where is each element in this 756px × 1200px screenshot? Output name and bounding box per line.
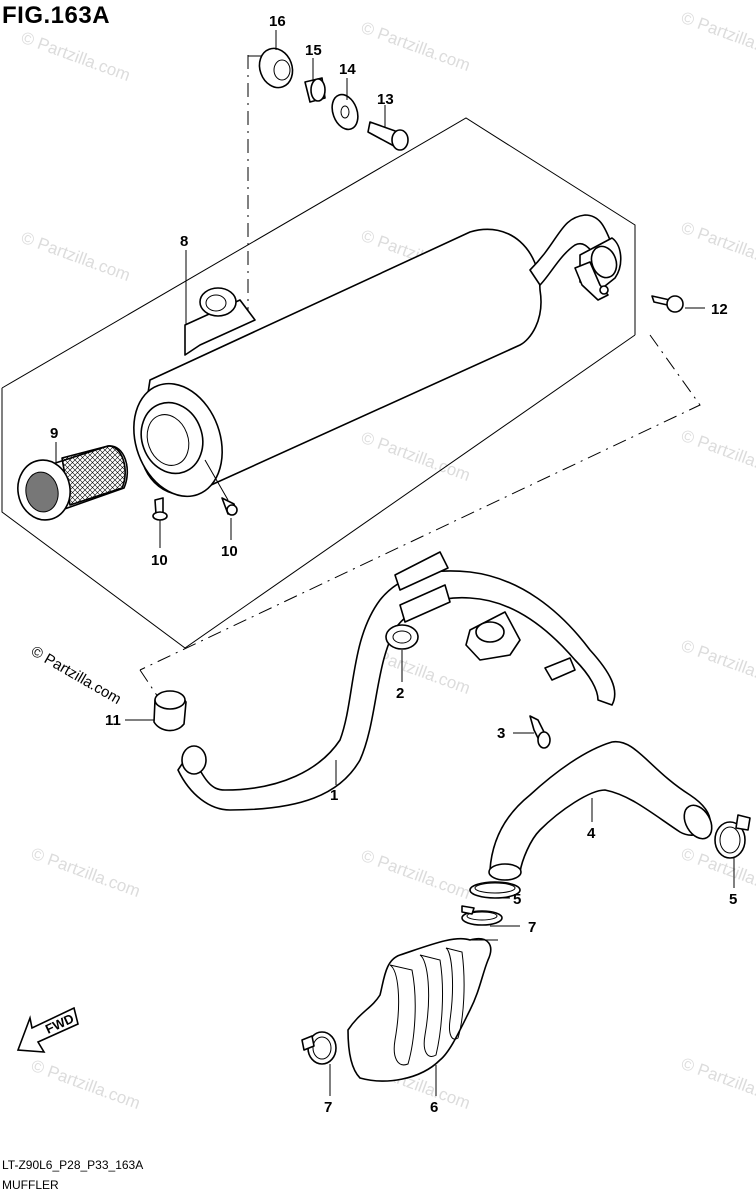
callout-9: 9: [50, 425, 58, 442]
callout-14: 14: [339, 61, 356, 78]
watermark: © Partzilla.com: [359, 846, 473, 903]
heat-shield-clamps: [301, 905, 503, 1065]
callout-5a: 5: [513, 891, 521, 908]
muffler-body: [133, 214, 622, 498]
callout-10a: 10: [151, 552, 168, 569]
pipe-clamps: [469, 814, 751, 899]
callout-7a: 7: [528, 919, 536, 936]
watermark: © Partzilla.com: [359, 18, 473, 75]
fwd-direction-marker: FWD: [16, 1006, 79, 1053]
exhaust-pipe: [177, 551, 616, 811]
watermark: © Partzilla.com: [359, 428, 473, 485]
watermark-layer: © Partzilla.com © Partzilla.com © Partzi…: [19, 8, 756, 1113]
spark-arrester: [17, 445, 129, 521]
small-fasteners: [152, 47, 684, 749]
watermark: © Partzilla.com: [679, 636, 756, 693]
rear-pipe: [488, 740, 713, 881]
watermark: © Partzilla.com: [19, 228, 133, 285]
heat-shield: [347, 937, 492, 1082]
callout-labels: 16 15 14 13 8 12 9 10 10 11 2 3 1 4 5 5 …: [50, 13, 737, 1116]
watermark: © Partzilla.com: [679, 218, 756, 275]
callout-6: 6: [430, 1099, 438, 1116]
diagram-name: MUFFLER: [2, 1178, 59, 1192]
callout-12: 12: [711, 301, 728, 318]
gasket: [385, 624, 419, 650]
joint-sleeve: [153, 690, 187, 732]
callout-5b: 5: [729, 891, 737, 908]
watermark: © Partzilla.com: [29, 1056, 143, 1113]
callout-15: 15: [305, 42, 322, 59]
callout-13: 13: [377, 91, 394, 108]
callout-11: 11: [105, 712, 121, 729]
callout-2: 2: [396, 685, 404, 702]
callout-10b: 10: [221, 543, 238, 560]
callout-16: 16: [269, 13, 286, 30]
diagram-code: LT-Z90L6_P28_P33_163A: [2, 1158, 144, 1172]
figure-title: FIG.163A: [2, 2, 111, 29]
callout-3: 3: [497, 725, 505, 742]
callout-4: 4: [587, 825, 596, 842]
callout-7b: 7: [324, 1099, 332, 1116]
watermark: © Partzilla.com: [679, 1054, 756, 1111]
watermark-dark: © Partzilla.com: [28, 643, 124, 708]
watermark: © Partzilla.com: [679, 426, 756, 483]
watermark: © Partzilla.com: [679, 8, 756, 65]
watermark: © Partzilla.com: [19, 28, 133, 85]
leader-lines: [55, 30, 735, 1096]
watermark: © Partzilla.com: [29, 844, 143, 901]
callout-8: 8: [180, 233, 188, 250]
callout-1: 1: [330, 787, 338, 804]
watermark: © Partzilla.com: [679, 844, 756, 901]
